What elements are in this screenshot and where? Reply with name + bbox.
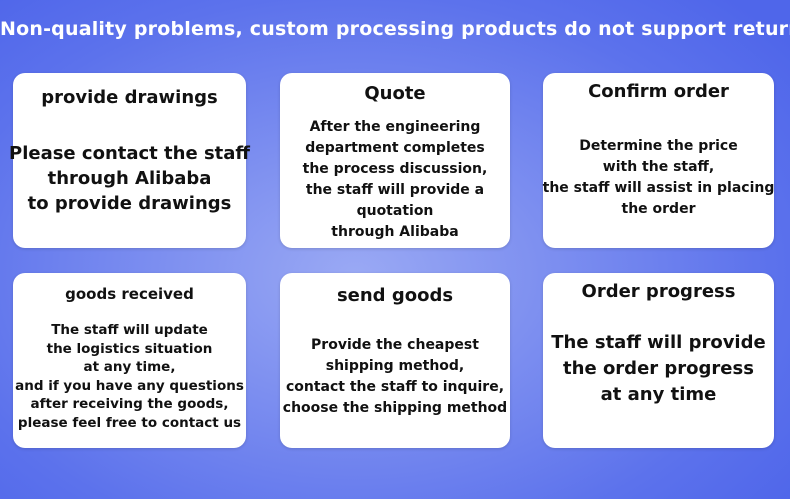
step-card-send-goods: send goods Provide the cheapest shipping… — [280, 273, 510, 448]
step-title: goods received — [65, 285, 194, 303]
step-title: send goods — [336, 285, 454, 306]
step-title: provide drawings — [41, 87, 218, 108]
step-description: The staff will update the logistics situ… — [15, 322, 244, 431]
step-description: Provide the cheapest shipping method, co… — [282, 337, 508, 416]
step-card-quote: Quote After the engineering department c… — [280, 73, 510, 248]
step-card-confirm-order: Confirm order Determine the price with t… — [543, 73, 774, 248]
step-description: After the engineering department complet… — [302, 119, 488, 240]
returns-notice-banner: Non-quality problems, custom processing … — [0, 18, 790, 40]
step-description: The staff will provide the order progres… — [551, 332, 766, 405]
step-card-goods-received: goods received The staff will update the… — [13, 273, 246, 448]
step-card-order-progress: Order progress The staff will provide th… — [543, 273, 774, 448]
step-card-provide-drawings: provide drawings Please contact the staf… — [9, 73, 250, 248]
step-title: Order progress — [581, 281, 736, 302]
step-title: Confirm order — [588, 81, 729, 102]
step-description: Please contact the staff through Alibaba… — [9, 143, 250, 214]
step-title: Quote — [364, 83, 426, 104]
step-description: Determine the price with the staff, the … — [542, 138, 775, 217]
